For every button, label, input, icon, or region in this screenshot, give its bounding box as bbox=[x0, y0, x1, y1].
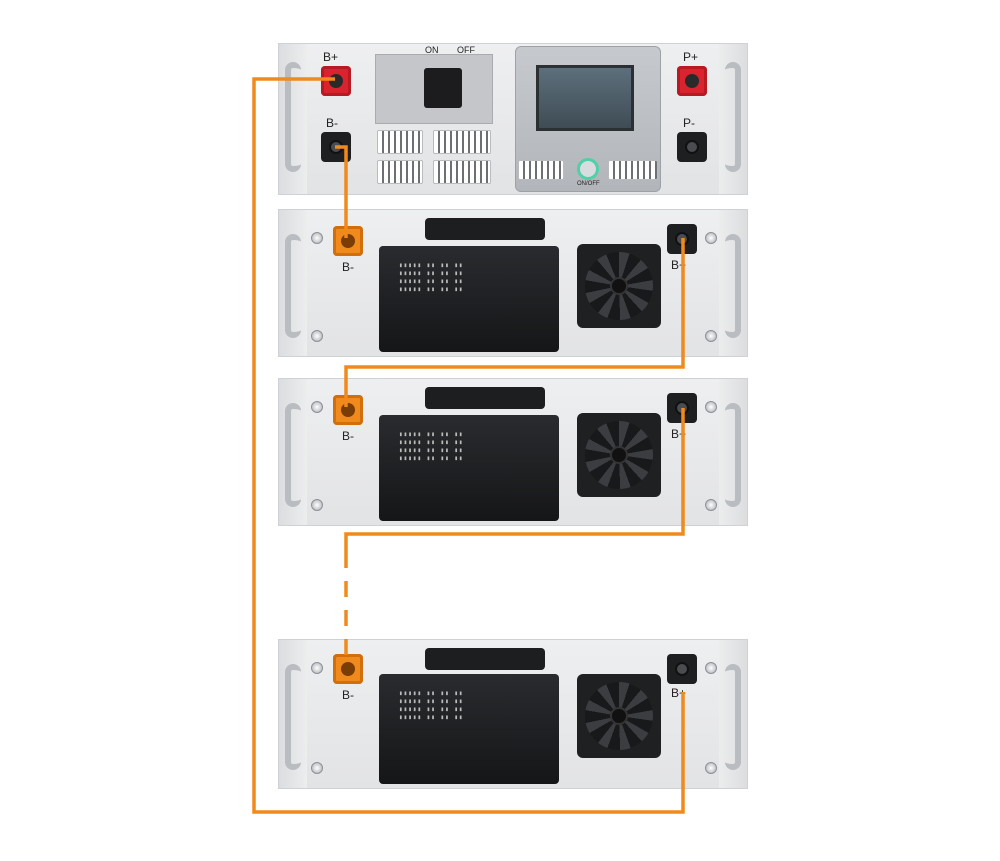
right-handle[interactable] bbox=[725, 234, 741, 338]
bms-port-markings: ▮▮▮▮▮ ▮▮ ▮▮ ▮▮▮▮▮▮▮ ▮▮ ▮▮ ▮▮▮▮▮▮▮ ▮▮ ▮▮ … bbox=[399, 690, 464, 721]
cooling-fan bbox=[577, 413, 661, 497]
bms-port-markings: ▮▮▮▮▮ ▮▮ ▮▮ ▮▮▮▮▮▮▮ ▮▮ ▮▮ ▮▮▮▮▮▮▮ ▮▮ ▮▮ … bbox=[399, 431, 464, 462]
screw bbox=[311, 662, 323, 674]
hmi-connector-right bbox=[608, 160, 658, 180]
module-negative-label: B- bbox=[342, 688, 354, 702]
screw bbox=[311, 232, 323, 244]
module-positive-label: B+ bbox=[671, 427, 687, 441]
control-unit: B+ B- ON OFF ON/OFF P+ P- bbox=[278, 43, 748, 195]
hmi-touch-screen[interactable] bbox=[536, 65, 634, 131]
screw bbox=[311, 330, 323, 342]
module-positive-label: B+ bbox=[671, 686, 687, 700]
left-handle[interactable] bbox=[285, 62, 301, 172]
right-handle[interactable] bbox=[725, 403, 741, 507]
p-minus-terminal[interactable] bbox=[677, 132, 707, 162]
cooling-fan bbox=[577, 674, 661, 758]
connector-block-3 bbox=[377, 160, 423, 184]
module-negative-terminal[interactable] bbox=[333, 395, 363, 425]
bms-port-markings: ▮▮▮▮▮ ▮▮ ▮▮ ▮▮▮▮▮▮▮ ▮▮ ▮▮ ▮▮▮▮▮▮▮ ▮▮ ▮▮ … bbox=[399, 262, 464, 293]
screw bbox=[705, 232, 717, 244]
connector-block-1 bbox=[377, 130, 423, 154]
module-positive-terminal[interactable] bbox=[667, 224, 697, 254]
b-minus-terminal[interactable] bbox=[321, 132, 351, 162]
screw bbox=[705, 762, 717, 774]
p-plus-label: P+ bbox=[683, 50, 699, 64]
switch-on-label: ON bbox=[425, 45, 439, 55]
battery-module-2: B- ▮▮▮▮▮ ▮▮ ▮▮ ▮▮▮▮▮▮▮ ▮▮ ▮▮ ▮▮▮▮▮▮▮ ▮▮ … bbox=[278, 378, 748, 526]
module-positive-terminal[interactable] bbox=[667, 654, 697, 684]
b-plus-label: B+ bbox=[323, 50, 339, 64]
bms-cable-harness bbox=[425, 218, 545, 240]
screw bbox=[705, 330, 717, 342]
bms-controller: ▮▮▮▮▮ ▮▮ ▮▮ ▮▮▮▮▮▮▮ ▮▮ ▮▮ ▮▮▮▮▮▮▮ ▮▮ ▮▮ … bbox=[379, 246, 559, 352]
module-negative-terminal[interactable] bbox=[333, 654, 363, 684]
p-minus-label: P- bbox=[683, 116, 695, 130]
circuit-breaker-switch[interactable] bbox=[424, 68, 462, 108]
module-positive-terminal[interactable] bbox=[667, 393, 697, 423]
left-handle[interactable] bbox=[285, 234, 301, 338]
bms-controller: ▮▮▮▮▮ ▮▮ ▮▮ ▮▮▮▮▮▮▮ ▮▮ ▮▮ ▮▮▮▮▮▮▮ ▮▮ ▮▮ … bbox=[379, 674, 559, 784]
screw bbox=[311, 499, 323, 511]
left-handle[interactable] bbox=[285, 664, 301, 770]
module-negative-terminal[interactable] bbox=[333, 226, 363, 256]
power-button[interactable] bbox=[577, 158, 599, 180]
battery-module-3: B- ▮▮▮▮▮ ▮▮ ▮▮ ▮▮▮▮▮▮▮ ▮▮ ▮▮ ▮▮▮▮▮▮▮ ▮▮ … bbox=[278, 639, 748, 789]
cooling-fan bbox=[577, 244, 661, 328]
b-minus-label: B- bbox=[326, 116, 338, 130]
module-positive-label: B+ bbox=[671, 258, 687, 272]
bms-cable-harness bbox=[425, 387, 545, 409]
b-plus-terminal[interactable] bbox=[321, 66, 351, 96]
connector-block-4 bbox=[433, 160, 491, 184]
power-button-label: ON/OFF bbox=[577, 181, 600, 187]
module-negative-label: B- bbox=[342, 260, 354, 274]
bms-cable-harness bbox=[425, 648, 545, 670]
left-handle[interactable] bbox=[285, 403, 301, 507]
switch-off-label: OFF bbox=[457, 45, 475, 55]
p-plus-terminal[interactable] bbox=[677, 66, 707, 96]
battery-module-1: B- ▮▮▮▮▮ ▮▮ ▮▮ ▮▮▮▮▮▮▮ ▮▮ ▮▮ ▮▮▮▮▮▮▮ ▮▮ … bbox=[278, 209, 748, 357]
screw bbox=[705, 401, 717, 413]
screw bbox=[705, 662, 717, 674]
connector-block-2 bbox=[433, 130, 491, 154]
module-negative-label: B- bbox=[342, 429, 354, 443]
screw bbox=[311, 762, 323, 774]
bms-controller: ▮▮▮▮▮ ▮▮ ▮▮ ▮▮▮▮▮▮▮ ▮▮ ▮▮ ▮▮▮▮▮▮▮ ▮▮ ▮▮ … bbox=[379, 415, 559, 521]
right-handle[interactable] bbox=[725, 664, 741, 770]
screw bbox=[705, 499, 717, 511]
hmi-connector-left bbox=[518, 160, 564, 180]
right-handle[interactable] bbox=[725, 62, 741, 172]
screw bbox=[311, 401, 323, 413]
hmi-panel: ON/OFF bbox=[515, 46, 661, 192]
